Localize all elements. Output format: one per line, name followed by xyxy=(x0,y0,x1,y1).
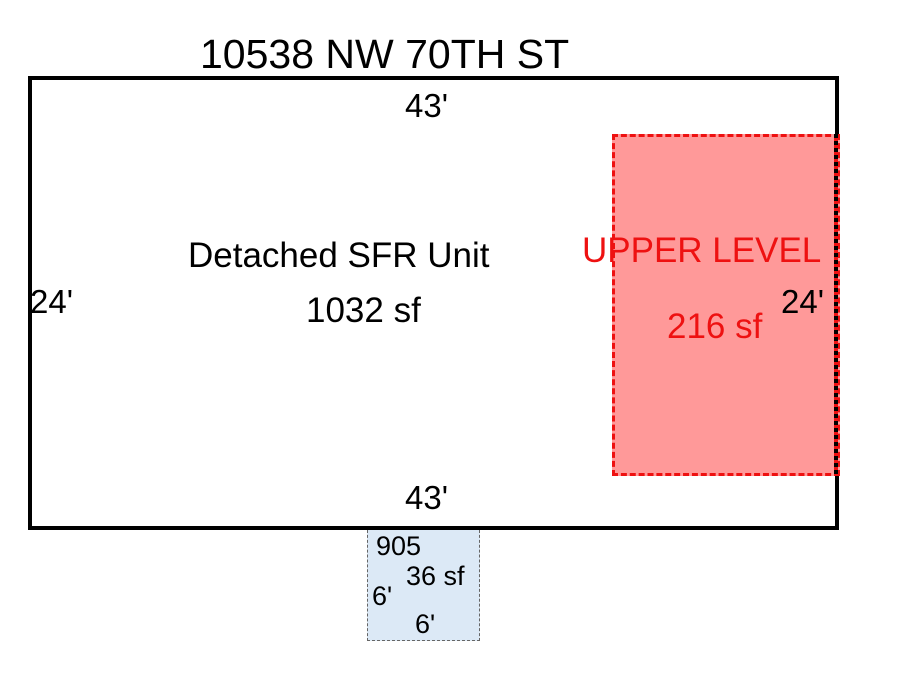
top-dimension: 43' xyxy=(405,87,449,124)
address-title: 10538 NW 70TH ST xyxy=(200,31,570,77)
left-dimension: 24' xyxy=(30,283,74,320)
small-area-bottom-dimension: 6' xyxy=(415,609,436,639)
small-area-size: 36 sf xyxy=(406,561,465,591)
upper-level-right-edge xyxy=(834,134,838,476)
bottom-dimension: 43' xyxy=(405,479,449,516)
small-area-code: 905 xyxy=(376,531,422,561)
upper-level-label: UPPER LEVEL xyxy=(582,231,822,270)
main-area-size: 1032 sf xyxy=(306,291,421,330)
main-area-label: Detached SFR Unit xyxy=(188,236,490,275)
upper-level-area xyxy=(612,134,840,476)
upper-level-size: 216 sf xyxy=(667,307,763,346)
small-addition-area xyxy=(367,530,480,641)
right-dimension: 24' xyxy=(781,283,825,320)
small-area-left-dimension: 6' xyxy=(372,581,393,611)
